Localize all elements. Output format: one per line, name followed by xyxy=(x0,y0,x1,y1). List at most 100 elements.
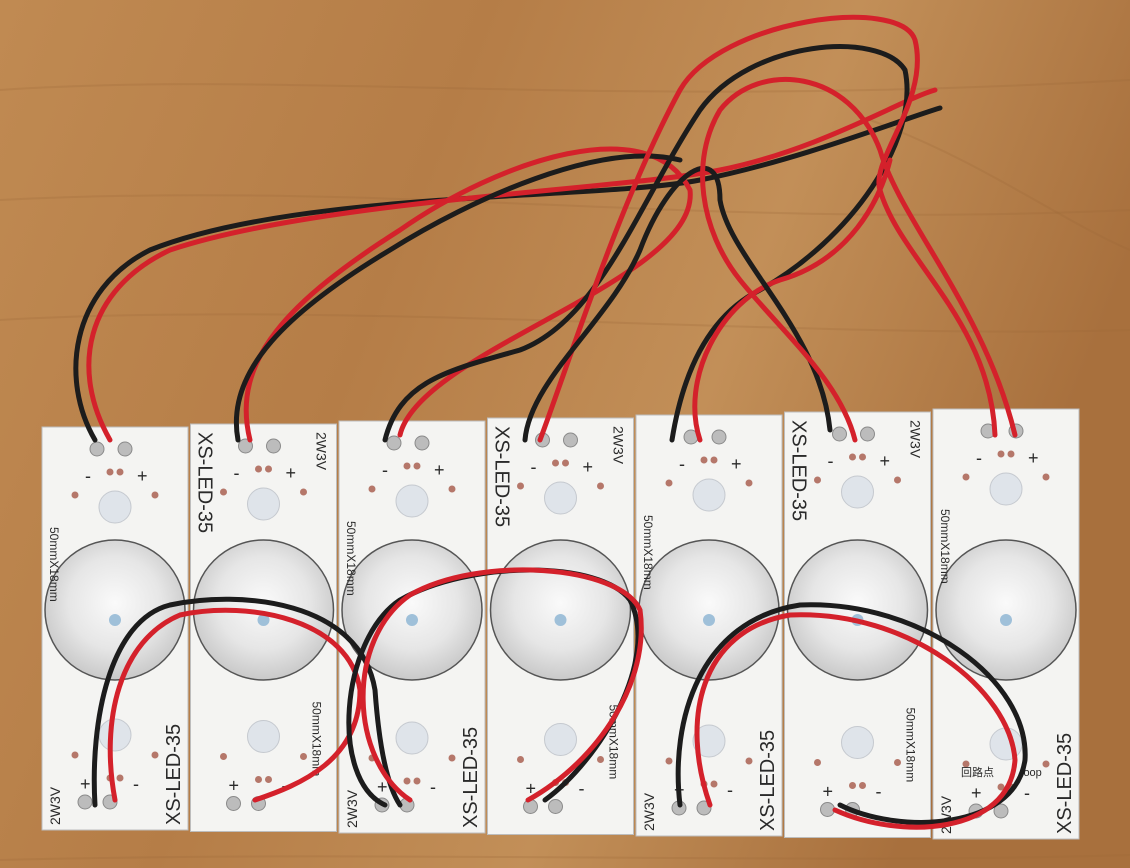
lens-led-center xyxy=(257,614,270,626)
wire-black xyxy=(91,596,403,808)
loop-en-label: loop xyxy=(1021,767,1042,779)
via-dot xyxy=(106,468,114,476)
via-dot xyxy=(894,759,901,766)
wire-black xyxy=(234,153,683,443)
optical-lens xyxy=(341,539,483,681)
plus-label: + xyxy=(731,454,742,474)
solder-pad xyxy=(832,426,847,442)
solder-pad xyxy=(266,438,281,454)
led-chip xyxy=(841,726,874,759)
solder-pad xyxy=(117,441,133,457)
led-chip xyxy=(247,487,280,521)
wire-red xyxy=(107,607,363,803)
wire-black xyxy=(522,166,833,443)
wire-red xyxy=(694,612,1018,830)
optical-lens xyxy=(935,539,1077,681)
solder-pad xyxy=(820,802,835,817)
led-chip xyxy=(692,478,726,512)
plus-label: + xyxy=(880,451,891,471)
model-label: XS-LED-35 xyxy=(788,420,810,521)
model-label: XS-LED-35 xyxy=(460,727,482,828)
via-dot xyxy=(71,491,79,499)
via-dot xyxy=(1042,760,1050,768)
rating-label: 2W3V xyxy=(47,786,63,825)
via-dot xyxy=(403,462,411,470)
via-dot xyxy=(894,476,901,484)
minus-label: - xyxy=(876,782,882,802)
via-dot xyxy=(448,754,456,762)
via-dot xyxy=(151,491,159,499)
via-dot xyxy=(849,453,856,461)
via-dot xyxy=(814,759,821,766)
led-chip xyxy=(544,723,577,756)
via-dot xyxy=(255,465,262,473)
led-chip xyxy=(841,475,874,509)
plus-label: + xyxy=(377,777,388,797)
solder-pad xyxy=(548,799,563,814)
minus-label: - xyxy=(85,466,91,486)
wire-red xyxy=(692,157,893,443)
via-dot xyxy=(116,468,124,476)
minus-label: - xyxy=(282,776,288,796)
via-dot xyxy=(255,776,262,783)
via-dot xyxy=(552,459,559,467)
solder-pad xyxy=(711,429,727,445)
via-dot xyxy=(448,485,456,493)
via-dot xyxy=(300,488,307,496)
via-dot xyxy=(597,756,604,763)
via-dot xyxy=(849,782,856,789)
via-dot xyxy=(116,774,124,782)
plus-label: + xyxy=(583,457,594,477)
minus-label: - xyxy=(531,457,537,477)
minus-label: - xyxy=(133,774,139,794)
size-label: 50mmX18mm xyxy=(641,515,655,590)
plus-label: + xyxy=(823,782,834,802)
wire-red xyxy=(700,77,1018,443)
size-label: 50mmX18mm xyxy=(904,708,918,783)
via-dot xyxy=(745,757,753,765)
model-label: XS-LED-35 xyxy=(194,432,216,533)
via-dot xyxy=(151,751,159,759)
solder-pad xyxy=(89,441,105,457)
via-dot xyxy=(597,482,604,490)
rating-label: 2W3V xyxy=(938,795,954,834)
via-dot xyxy=(962,473,970,481)
solder-pad xyxy=(226,796,241,811)
minus-label: - xyxy=(727,780,733,800)
wires xyxy=(73,14,1028,830)
wire-red xyxy=(86,87,938,443)
via-dot xyxy=(517,482,524,490)
solder-pad xyxy=(414,435,430,451)
rating-label: 2W3V xyxy=(344,789,360,828)
led-chip xyxy=(544,481,577,515)
via-dot xyxy=(1007,450,1015,458)
plus-label: + xyxy=(80,774,91,794)
minus-label: - xyxy=(579,779,585,799)
led-chip xyxy=(98,490,132,524)
minus-label: - xyxy=(976,448,982,468)
solder-pad xyxy=(860,426,875,442)
lens-led-center xyxy=(1000,614,1012,626)
solder-pad xyxy=(386,435,402,451)
via-dot xyxy=(562,459,569,467)
minus-label: - xyxy=(430,777,436,797)
plus-label: + xyxy=(137,466,148,486)
led-chip xyxy=(247,720,280,753)
size-label: 50mmX18mm xyxy=(310,702,324,777)
via-dot xyxy=(700,456,708,464)
via-dot xyxy=(859,782,866,789)
via-dot xyxy=(265,465,272,473)
led-boards: - + + - 50mmX18mm 2W3V XS-LED-35 - + + - XS-LED-35 2… xyxy=(41,408,1080,840)
via-dot xyxy=(665,479,673,487)
solder-pad xyxy=(563,432,578,448)
plus-label: + xyxy=(229,776,240,796)
rating-label: 2W3V xyxy=(641,792,657,831)
via-dot xyxy=(710,780,718,788)
via-dot xyxy=(220,488,227,496)
wire-red xyxy=(360,567,644,803)
